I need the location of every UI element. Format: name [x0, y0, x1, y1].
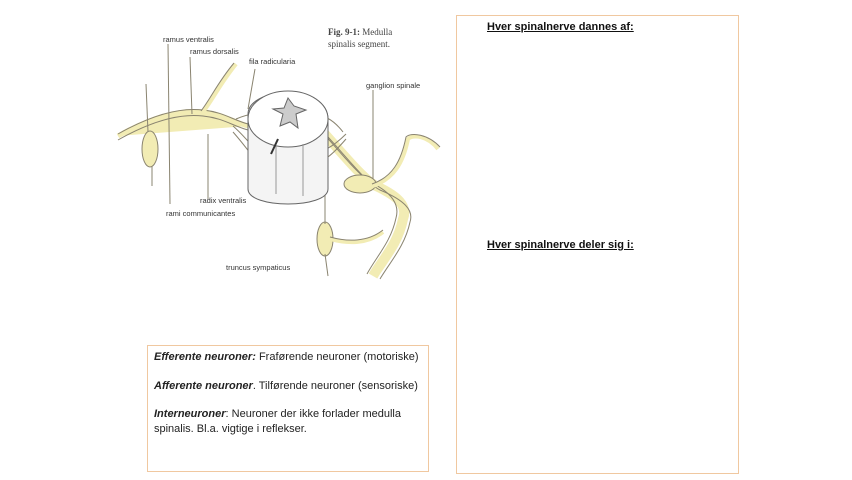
figure-caption-number: Fig. 9-1: — [328, 27, 360, 37]
figure-caption-line1: Medulla — [362, 27, 392, 37]
label-radix-ventralis: radix ventralis — [200, 196, 246, 205]
label-rami-communicantes: rami communicantes — [166, 209, 235, 218]
definition-text: Tilførende neuroner (sensoriske) — [256, 380, 418, 392]
definition-efferent: Efferente neuroner: Fraførende neuroner … — [154, 350, 422, 365]
spinal-segment-illustration — [108, 14, 448, 289]
definition-term: Afferente neuroner — [154, 380, 253, 392]
label-fila-radicularia: fila radicularia — [249, 57, 295, 66]
definition-term: Interneuroner — [154, 408, 226, 420]
label-ganglion-spinale: ganglion spinale — [366, 81, 420, 90]
definition-afferent: Afferente neuroner. Tilførende neuroner … — [154, 379, 422, 394]
label-ramus-ventralis: ramus ventralis — [163, 35, 214, 44]
neuron-definitions-box: Efferente neuroner: Fraførende neuroner … — [147, 345, 429, 472]
definition-text: Fraførende neuroner (motoriske) — [256, 351, 419, 363]
figure-caption: Fig. 9-1: Medulla spinalis segment. — [328, 26, 418, 50]
heading-formed-by: Hver spinalnerve dannes af: — [487, 21, 634, 33]
figure-caption-line2: spinalis segment. — [328, 39, 390, 49]
notes-box[interactable]: Hver spinalnerve dannes af: Hver spinaln… — [456, 15, 739, 474]
heading-divides-into: Hver spinalnerve deler sig i: — [487, 239, 634, 251]
spinal-cord-figure: Fig. 9-1: Medulla spinalis segment. ramu… — [108, 14, 448, 289]
definition-interneuron: Interneuroner: Neuroner der ikke forlade… — [154, 407, 422, 436]
label-truncus-sympaticus: truncus sympaticus — [226, 263, 290, 272]
label-ramus-dorsalis: ramus dorsalis — [190, 47, 239, 56]
definition-term: Efferente neuroner — [154, 351, 252, 363]
